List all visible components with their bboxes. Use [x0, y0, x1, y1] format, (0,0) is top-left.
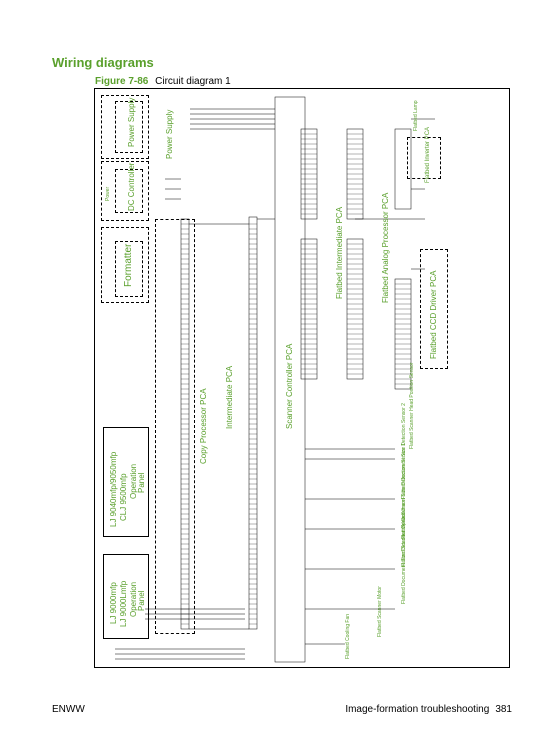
flatbed-ccd-box [420, 249, 448, 369]
scanner-controller-label: Scanner Controller PCA [285, 343, 294, 429]
flatbed-lamp-label: Flatbed Lamp [413, 100, 419, 131]
footer-right: Image-formation troubleshooting 381 [345, 704, 512, 715]
figure-caption: Figure 7-86 Circuit diagram 1 [95, 76, 231, 87]
figure-title: Circuit diagram 1 [155, 76, 231, 87]
copy-processor-box [155, 219, 195, 634]
flatbed-analog-label: Flatbed Analog Processor PCA [381, 192, 390, 303]
power-supply-label-2: Power Supply [165, 109, 174, 159]
flatbed-inverter-label: Flatbed Inverter PCA [425, 126, 431, 183]
flatbed-inverter-box [407, 137, 441, 179]
wiring-lines [115, 96, 435, 663]
panel-1-line1: LJ 9040mfp/9050mfp [109, 451, 118, 527]
formatter-label: Formatter [123, 243, 134, 287]
operation-panel-2 [103, 554, 149, 639]
dc-controller-label: DC Controller [127, 162, 136, 211]
page-number: 381 [495, 704, 512, 715]
panel-2-line2: LJ 9000Lmfp [119, 580, 128, 627]
formatter-region [101, 227, 149, 303]
circuit-diagram: Power Supply Power Supply Power DC Contr… [94, 88, 510, 668]
power-supply-label: Power Supply [127, 97, 136, 147]
fan-label: Flatbed Cooling Fan [345, 613, 351, 659]
flatbed-intermediate-label: Flatbed Intermediate PCA [335, 206, 344, 299]
panel-1-line4: Panel [137, 472, 146, 493]
section-heading: Wiring diagrams [52, 55, 154, 70]
panel-1-line2: CLJ 9500mfp [119, 473, 128, 521]
copy-processor-label: Copy Processor PCA [199, 388, 208, 464]
dc-controller-region [101, 161, 149, 221]
sensor-home-label: Flatbed Scanner Head Position Sensor [409, 362, 415, 449]
power-region [101, 95, 149, 159]
footer-title: Image-formation troubleshooting [345, 704, 490, 715]
intermediate-label: Intermediate PCA [225, 365, 234, 429]
figure-label: Figure 7-86 [95, 76, 149, 87]
power-supply-box [115, 101, 143, 153]
motor-label: Flatbed Scanner Motor [377, 586, 383, 637]
operation-panel-1 [103, 427, 149, 537]
sensor-3-label: Flatbed Document Size Detection Sensor 3 [401, 508, 407, 604]
formatter-box [115, 241, 143, 297]
panel-2-line1: LJ 9000mfp [109, 582, 118, 624]
footer-left: ENWW [52, 704, 85, 715]
dc-controller-box [115, 169, 143, 213]
flatbed-ccd-label: Flatbed CCD Driver PCA [429, 270, 438, 359]
panel-2-line4: Panel [137, 590, 146, 611]
power-label: Power [105, 186, 111, 201]
